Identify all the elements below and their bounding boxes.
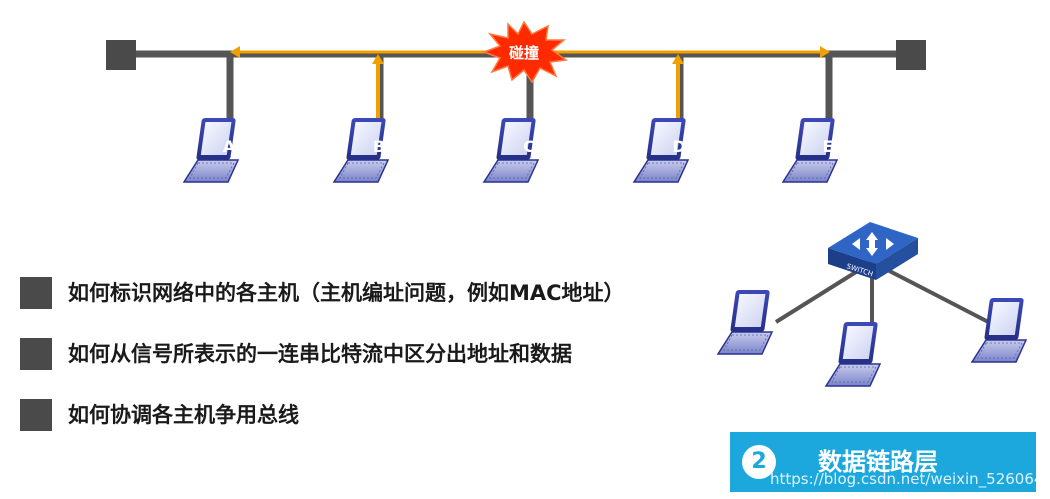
bus-terminator-right <box>896 40 926 70</box>
bus-terminator-left <box>106 40 136 70</box>
host-label-e: E <box>823 137 834 156</box>
signal-d-arrow <box>672 54 684 64</box>
host-label-d: D <box>672 137 685 156</box>
bullet-text-access-control: 如何协调各主机争用总线 <box>68 403 299 427</box>
collision-burst <box>481 20 568 84</box>
signal-arrow-left <box>230 46 240 58</box>
signal-b-arrow <box>372 54 384 64</box>
signal-arrow-right <box>820 46 830 58</box>
switch-link-right <box>871 260 1001 330</box>
host-label-b: B <box>373 137 385 156</box>
laptop-icon <box>971 297 1027 363</box>
bullet-marker <box>20 399 52 431</box>
switch-icon: SWITCH <box>828 222 918 280</box>
layer-number-badge: 2 <box>742 445 776 479</box>
bullet-marker <box>20 338 52 370</box>
layer-title: 数据链路层 <box>818 448 938 476</box>
watermark: https://blog.csdn.net/weixin_52606478 <box>770 470 1050 488</box>
laptop-icon <box>717 289 773 355</box>
laptop-icon <box>825 321 881 387</box>
host-label-a: A <box>223 137 236 156</box>
bullet-text-addressing: 如何标识网络中的各主机（主机编址问题，例如MAC地址） <box>68 281 625 305</box>
layer-banner: 2 数据链路层 <box>730 432 1036 492</box>
collision-label: 碰撞 <box>509 44 539 62</box>
bullet-marker <box>20 277 52 309</box>
bullet-text-framing: 如何从信号所表示的一连串比特流中区分出地址和数据 <box>68 342 572 366</box>
host-label-c: C <box>523 137 535 156</box>
